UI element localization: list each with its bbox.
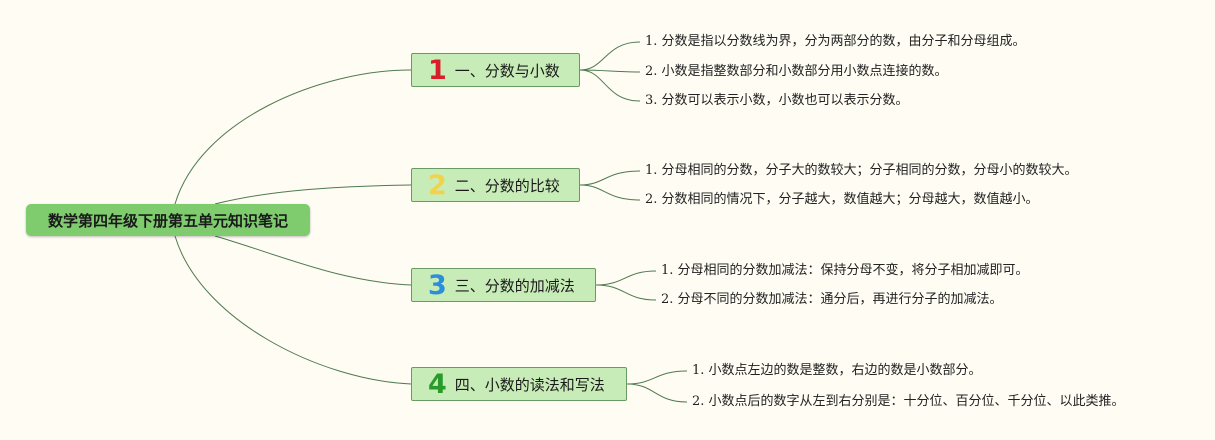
- link-branch-2-leaf-2: [579, 184, 641, 201]
- branch-label-4: 四、小数的读法和写法: [454, 375, 605, 394]
- link-root-branch-2: [214, 184, 412, 205]
- branch-label-2: 二、分数的比较: [454, 176, 560, 195]
- link-branch-3-leaf-2: [595, 284, 657, 301]
- link-root-branch-1: [174, 69, 412, 205]
- branch-label-1: 一、分数与小数: [454, 61, 560, 80]
- leaf-3-2[interactable]: 2. 分母不同的分数加减法：通分后，再进行分子的加减法。: [661, 292, 1003, 307]
- root-topic-label: 数学第四年级下册第五单元知识笔记: [47, 211, 288, 230]
- link-root-branch-3: [214, 235, 412, 286]
- leaf-4-2[interactable]: 2. 小数点后的数字从左到右分别是：十分位、百分位、千分位、以此类推。: [692, 394, 1125, 409]
- branch-number-4: 4: [428, 368, 447, 400]
- link-root-branch-4: [174, 235, 412, 385]
- link-branch-2-leaf-1: [579, 170, 641, 186]
- branch-number-2: 2: [428, 169, 447, 201]
- link-branch-4-leaf-1: [626, 370, 688, 385]
- link-branch-3-leaf-1: [595, 270, 657, 286]
- branch-label-3: 三、分数的加减法: [454, 276, 575, 295]
- root-topic[interactable]: 数学第四年级下册第五单元知识笔记: [26, 204, 310, 236]
- link-branch-1-leaf-1: [579, 41, 641, 71]
- branch-topic-3[interactable]: 3 三、分数的加减法: [411, 268, 596, 302]
- leaf-1-2[interactable]: 2. 小数是指整数部分和小数部分用小数点连接的数。: [645, 64, 948, 79]
- link-branch-1-leaf-2: [579, 69, 641, 73]
- link-branch-4-leaf-2: [626, 383, 688, 403]
- branch-topic-2[interactable]: 2 二、分数的比较: [411, 168, 580, 202]
- link-branch-1-leaf-3: [579, 69, 641, 102]
- leaf-2-1[interactable]: 1. 分母相同的分数，分子大的数较大；分子相同的分数，分母小的数较大。: [645, 163, 1078, 178]
- branch-number-3: 3: [428, 269, 447, 301]
- branch-topic-1[interactable]: 1 一、分数与小数: [411, 53, 580, 87]
- leaf-3-1[interactable]: 1. 分母相同的分数加减法：保持分母不变，将分子相加减即可。: [661, 263, 1029, 278]
- branch-topic-4[interactable]: 4 四、小数的读法和写法: [411, 367, 627, 401]
- leaf-1-1[interactable]: 1. 分数是指以分数线为界，分为两部分的数，由分子和分母组成。: [645, 34, 1026, 49]
- leaf-1-3[interactable]: 3. 分数可以表示小数，小数也可以表示分数。: [645, 93, 909, 108]
- leaf-2-2[interactable]: 2. 分数相同的情况下，分子越大，数值越大；分母越大，数值越小。: [645, 192, 1039, 207]
- leaf-4-1[interactable]: 1. 小数点左边的数是整数，右边的数是小数部分。: [692, 363, 982, 378]
- branch-number-1: 1: [428, 54, 447, 86]
